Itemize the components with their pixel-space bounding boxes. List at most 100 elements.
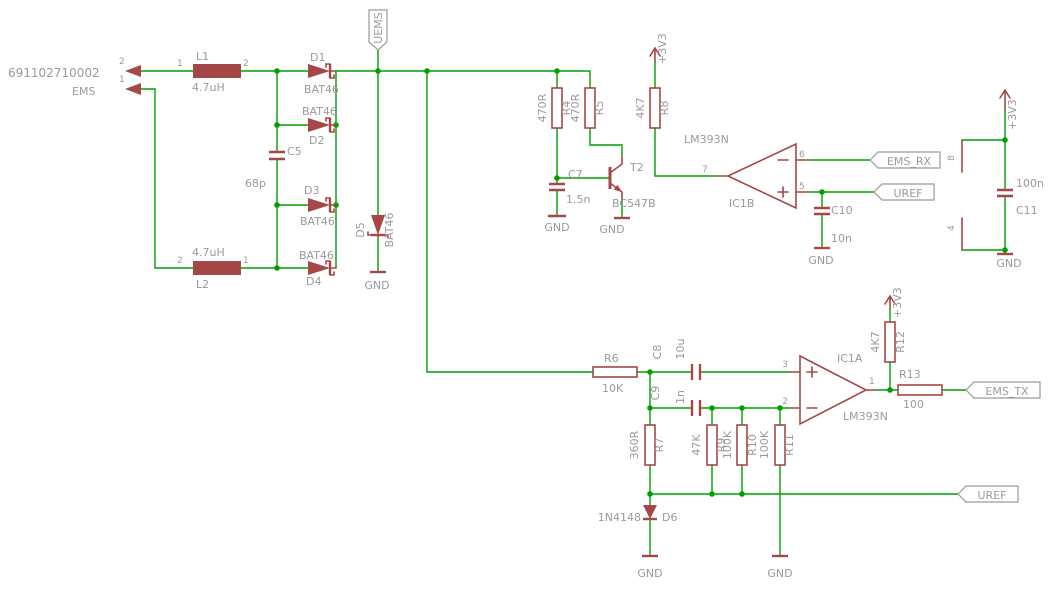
- comparator-ic1a[interactable]: IC1A LM393N 3 2 1: [782, 352, 888, 426]
- gnd-symbol-d5[interactable]: GND: [364, 270, 390, 292]
- vcc-symbol-right[interactable]: +3V3: [999, 88, 1019, 130]
- ic1-pin4-number: 4: [947, 225, 957, 231]
- resistor-r9[interactable]: 47K R9: [690, 424, 728, 466]
- d5-name-label: D5: [354, 222, 367, 237]
- capacitor-c5[interactable]: C5 68p: [245, 145, 302, 190]
- gnd-label: GND: [637, 567, 662, 580]
- ic1a-pin2-number: 2: [782, 397, 788, 407]
- ic1b-pin7-number: 7: [702, 165, 708, 175]
- uref-flag-label: UREF: [978, 489, 1007, 502]
- ic1a-pin1-number: 1: [869, 377, 875, 387]
- ems-tx-flag-label: EMS_TX: [985, 385, 1029, 398]
- ic1b-pin6-number: 6: [799, 150, 805, 160]
- c7-name-label: C7: [568, 168, 583, 181]
- r8-value-label: 4K7: [634, 97, 647, 118]
- l2-pin2-number: 2: [177, 256, 183, 266]
- d6-name-label: D6: [662, 511, 677, 524]
- t2-value-label: BC547B: [612, 197, 656, 210]
- d1-value-label: BAT46: [304, 83, 339, 96]
- d2-name-label: D2: [309, 134, 324, 147]
- vcc-label: +3V3: [656, 33, 669, 64]
- gnd-symbol-r11[interactable]: GND: [767, 554, 793, 580]
- r5-name-label: R5: [593, 101, 606, 116]
- r4-name-label: R4: [560, 101, 573, 116]
- diode-d4[interactable]: BAT46 D4: [299, 249, 337, 288]
- resistor-r10[interactable]: 100K R10: [721, 424, 759, 466]
- r12-name-label: R12: [894, 331, 907, 353]
- gnd-symbol-c11[interactable]: GND: [996, 252, 1022, 270]
- r7-name-label: R7: [653, 438, 666, 453]
- ic1a-part-label: LM393N: [843, 410, 888, 423]
- ic1a-pin3-number: 3: [782, 360, 788, 370]
- inductor-l1[interactable]: L1 4.7uH 1 2: [177, 50, 249, 94]
- inductor-l2[interactable]: 4.7uH L2 2 1: [177, 246, 249, 291]
- gnd-label: GND: [364, 279, 389, 292]
- diode-d3[interactable]: D3 BAT46: [300, 184, 337, 228]
- diode-d1[interactable]: D1 BAT46: [304, 51, 339, 96]
- ic1-pin8-number: 8: [947, 155, 957, 161]
- l1-pin2-number: 2: [243, 59, 249, 69]
- c10-name-label: C10: [831, 204, 853, 217]
- resistor-r5[interactable]: 470R R5: [569, 87, 606, 129]
- connector-pins[interactable]: 2 1: [119, 57, 141, 95]
- r11-name-label: R11: [783, 434, 796, 456]
- gnd-label: GND: [996, 257, 1021, 270]
- resistor-r12[interactable]: 4K7 R12: [869, 321, 907, 363]
- capacitor-c7[interactable]: C7 1.5n: [549, 168, 590, 206]
- diode-d5[interactable]: D5 BAT46: [354, 213, 396, 248]
- c5-value-label: 68p: [245, 177, 266, 190]
- net-flag-uref-bottom[interactable]: UREF: [957, 485, 1019, 503]
- l2-pin1-number: 1: [243, 256, 249, 266]
- net-flag-uref-top[interactable]: UREF: [873, 183, 935, 201]
- d3-value-label: BAT46: [300, 215, 335, 228]
- net-flag-ems-tx[interactable]: EMS_TX: [965, 381, 1041, 399]
- resistor-r4[interactable]: 470R R4: [536, 87, 573, 129]
- capacitor-c9[interactable]: C9 1n: [649, 386, 702, 416]
- vcc-symbol-r12[interactable]: +3V3: [884, 287, 904, 318]
- l2-value-label: 4.7uH: [192, 246, 225, 259]
- net-flag-ems-rx[interactable]: EMS_RX: [869, 151, 941, 169]
- gnd-label: GND: [808, 254, 833, 267]
- resistor-r6[interactable]: R6 10K: [592, 352, 638, 395]
- c7-value-label: 1.5n: [566, 193, 590, 206]
- resistor-r7[interactable]: 360R R7: [628, 424, 666, 466]
- r4-value-label: 470R: [536, 93, 549, 122]
- gnd-symbol-t2[interactable]: GND: [599, 216, 630, 236]
- vcc-label: +3V3: [1006, 99, 1019, 130]
- diode-d6[interactable]: 1N4148 D6: [598, 505, 678, 524]
- c5-name-label: C5: [287, 145, 302, 158]
- resistor-r11[interactable]: 100K R11: [758, 424, 796, 466]
- wires[interactable]: [140, 49, 1006, 557]
- capacitor-c11[interactable]: 100n C11: [997, 177, 1044, 217]
- capacitor-c8[interactable]: C8 10u: [651, 339, 702, 380]
- capacitor-c10[interactable]: C10 10n: [814, 204, 853, 245]
- r13-name-label: R13: [899, 368, 921, 381]
- ic1b-pin5-number: 5: [799, 182, 805, 192]
- d1-name-label: D1: [310, 51, 325, 64]
- net-flag-uems[interactable]: UEMS: [368, 9, 388, 51]
- l1-pin1-number: 1: [177, 59, 183, 69]
- transistor-t2[interactable]: T2 BC547B: [608, 155, 656, 210]
- diode-d2[interactable]: BAT46 D2: [302, 105, 337, 147]
- connector-pin1-number: 1: [119, 75, 125, 85]
- gnd-label: GND: [544, 221, 569, 234]
- ic1-power-pins[interactable]: 8 4: [947, 139, 963, 251]
- uref-flag-label: UREF: [894, 187, 923, 200]
- resistor-r13[interactable]: R13 100: [897, 368, 943, 411]
- r9-name-label: R9: [715, 438, 728, 453]
- l2-name-label: L2: [196, 278, 209, 291]
- r5-value-label: 470R: [569, 93, 582, 122]
- r7-value-label: 360R: [628, 430, 641, 459]
- vcc-symbol-r8[interactable]: +3V3: [649, 33, 669, 64]
- comparator-ic1b[interactable]: LM393N IC1B 6 5 7: [684, 133, 809, 210]
- l1-value-label: 4.7uH: [192, 81, 225, 94]
- gnd-symbol-c10[interactable]: GND: [808, 246, 834, 267]
- c9-value-label: 1n: [674, 390, 687, 404]
- gnd-symbol-c7[interactable]: GND: [544, 214, 570, 234]
- resistor-r8[interactable]: 4K7 R8: [634, 87, 671, 129]
- gnd-symbol-d6[interactable]: GND: [637, 554, 663, 580]
- gnd-label: GND: [767, 567, 792, 580]
- ic1b-part-label: LM393N: [684, 133, 729, 146]
- c11-name-label: C11: [1016, 204, 1038, 217]
